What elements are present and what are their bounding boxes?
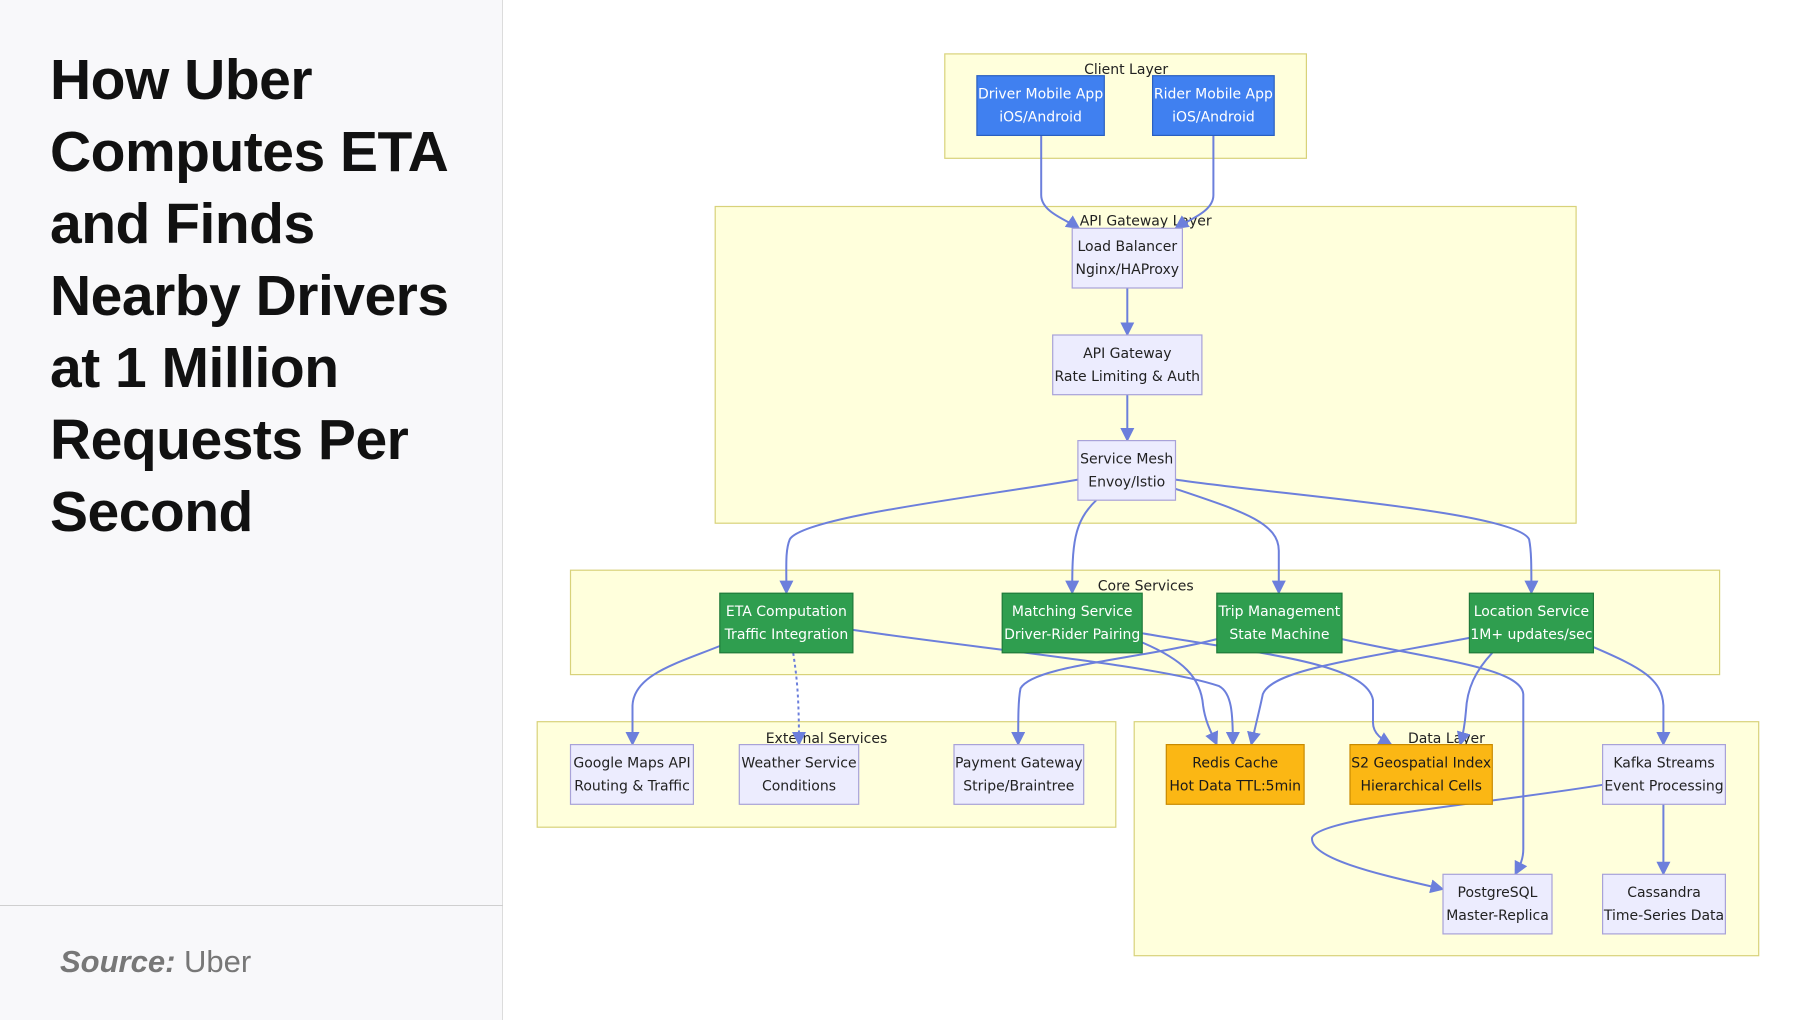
node-load-balancer-subtitle: Nginx/HAProxy [1076,262,1180,278]
node-google-maps-subtitle: Routing & Traffic [574,779,690,795]
node-google-maps-title: Google Maps API [573,756,690,772]
node-driver-app: Driver Mobile App iOS/Android [976,75,1105,136]
source-label: Source: [60,944,176,979]
node-postgres-title: PostgreSQL [1458,885,1538,901]
node-api-gateway-title: API Gateway [1083,346,1171,362]
node-s2-subtitle: Hierarchical Cells [1361,779,1482,795]
node-cassandra-title: Cassandra [1627,885,1701,901]
node-rider-app-subtitle: iOS/Android [1172,110,1255,126]
edge-service-mesh-to-trip [1175,487,1286,595]
edge-service-mesh-to-location [1175,478,1539,595]
node-redis-title: Redis Cache [1192,756,1278,772]
node-s2-title: S2 Geospatial Index [1351,756,1491,772]
group-label-client: Client Layer [1084,62,1168,78]
node-service-mesh-title: Service Mesh [1080,451,1173,467]
node-kafka-subtitle: Event Processing [1604,779,1723,795]
node-rider-app-title: Rider Mobile App [1154,87,1273,103]
node-trip-subtitle: State Machine [1229,627,1329,643]
node-location-title: Location Service [1474,604,1589,620]
node-rider-app: Rider Mobile App iOS/Android [1151,75,1275,136]
node-location: Location Service 1M+ updates/sec [1468,592,1595,654]
node-load-balancer-title: Load Balancer [1077,239,1177,255]
edge-eta-to-weather [791,652,806,746]
node-driver-app-subtitle: iOS/Android [999,110,1082,126]
node-trip-title: Trip Management [1218,604,1341,620]
footer-divider [0,905,503,906]
node-api-gateway-subtitle: Rate Limiting & Auth [1055,369,1201,385]
edge-eta-to-redis [852,628,1240,746]
node-driver-app-title: Driver Mobile App [978,87,1103,103]
node-payment-title: Payment Gateway [955,756,1083,772]
group-label-gateway: API Gateway Layer [1080,213,1212,229]
edge-eta-to-google-maps [625,645,721,746]
page-title: How Uber Computes ETA and Finds Nearby D… [50,48,449,544]
node-location-subtitle: 1M+ updates/sec [1470,627,1592,643]
node-eta-subtitle: Traffic Integration [724,627,849,643]
edge-trip-to-postgres [1341,638,1528,876]
edge-kafka-to-postgres [1311,783,1603,894]
node-redis-subtitle: Hot Data TTL:5min [1169,779,1301,795]
node-payment-subtitle: Stripe/Braintree [963,779,1074,795]
source-credit: Source: Uber [60,944,251,980]
edge-trip-to-payment [1011,638,1218,746]
node-weather-subtitle: Conditions [762,779,836,795]
edge-matching-to-redis [1141,641,1219,746]
node-cassandra-subtitle: Time-Series Data [1603,908,1724,924]
edge-service-mesh-to-matching [1065,499,1097,595]
title-panel: How Uber Computes ETA and Finds Nearby D… [0,0,503,1020]
node-service-mesh-subtitle: Envoy/Istio [1088,474,1165,490]
node-eta-title: ETA Computation [726,604,847,620]
node-matching-subtitle: Driver-Rider Pairing [1004,627,1140,643]
group-label-core: Core Services [1098,578,1194,594]
edge-rider-app-to-load-balancer [1174,135,1215,230]
edge-driver-app-to-load-balancer [1040,135,1081,230]
edge-location-to-kafka [1593,646,1671,746]
node-matching-title: Matching Service [1012,604,1133,620]
node-postgres: PostgreSQL Master-Replica [1442,873,1553,935]
node-weather-title: Weather Service [741,756,856,772]
node-google-maps: Google Maps API Routing & Traffic [569,743,695,805]
edge-service-mesh-to-eta [779,478,1079,595]
node-kafka-title: Kafka Streams [1613,756,1714,772]
node-postgres-subtitle: Master-Replica [1446,908,1549,924]
source-value: Uber [184,944,252,979]
edge-location-to-redis [1247,636,1470,746]
edge-location-to-s2 [1456,652,1494,746]
